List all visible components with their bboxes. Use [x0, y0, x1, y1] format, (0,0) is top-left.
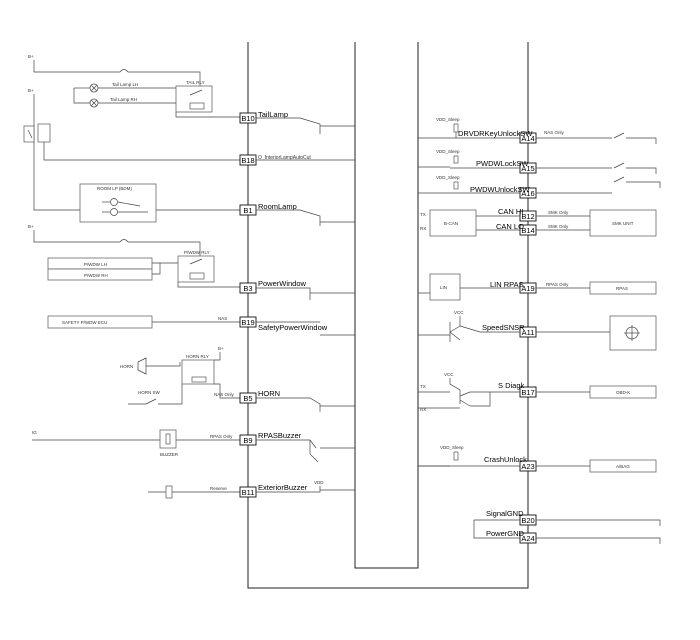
vcc-label-2: VCC: [444, 372, 454, 377]
tx-label-2: TX: [420, 384, 426, 389]
left-pins: B10 TailLamp B18 O_InteriorLampAutoCut B…: [239, 110, 328, 498]
horn-sw-label: HORN SW: [138, 390, 161, 395]
pin-b18: B18: [241, 156, 254, 165]
nas-label: NAS: [218, 316, 227, 321]
pin-a14: A14: [521, 134, 534, 143]
nas-only-right-label: NAS Only: [544, 130, 565, 135]
signal-powergnd: PowerGND: [486, 529, 525, 538]
pin-b20: B20: [521, 516, 534, 525]
pwdw-lh-label: P/WDW LH: [84, 262, 107, 267]
airbag-label: A/BAG: [616, 464, 630, 469]
smk-only-label-1: SMK Only: [548, 210, 569, 215]
tail-relay-label: TAIL RLY: [186, 80, 205, 85]
pin-b12: B12: [521, 212, 534, 221]
pin-a11: A11: [522, 328, 535, 337]
signal-roomlamp: RoomLamp: [258, 202, 297, 211]
room-lamp-box: [79, 183, 157, 223]
signal-powerwindow: PowerWindow: [258, 279, 307, 288]
reserve-label: Reserve: [210, 486, 227, 491]
rpas-label: RPAS: [616, 286, 628, 291]
right-external: NAS Only SMK UNIT SMK Only SMK Only RPAS…: [536, 130, 661, 544]
pin-a15: A15: [521, 164, 534, 173]
bplus-label-2: B+: [28, 88, 34, 93]
bcan-transceiver-box: [429, 209, 477, 237]
pin-b5: B5: [243, 394, 252, 403]
bplus-label-3: B+: [28, 224, 34, 229]
signal-pwdwunlock: PWDWUnlockSW: [470, 185, 531, 194]
signal-linrpas: LIN RPAS: [490, 280, 524, 289]
vcc-label-1: VCC: [454, 310, 464, 315]
inner-left-connections: VDD: [256, 117, 324, 493]
smk-unit-label: SMK UNIT: [612, 221, 634, 226]
signal-rpasbuzzer: RPASBuzzer: [258, 431, 302, 440]
signal-sdiag: S Diagk: [498, 381, 525, 390]
signal-taillamp: TailLamp: [258, 110, 288, 119]
vdd-sleep-label-3: VDD_Sleep: [436, 175, 460, 180]
horn-relay-label: HORN RLY: [186, 354, 209, 359]
vdd-sleep-label-1: VDD_Sleep: [436, 117, 460, 122]
signal-safetypowerwindow: SafetyPowerWindow: [258, 323, 328, 332]
bplus-label-1: B+: [28, 54, 34, 59]
pwdw-relay-label: P/WDW RLY: [184, 250, 210, 255]
pin-b9: B9: [243, 436, 252, 445]
room-lamp-label: ROOM LP (BDM): [97, 186, 132, 191]
rpas-only-label: RPAS Only: [210, 434, 233, 439]
vdd-label: VDD: [314, 480, 324, 485]
smk-only-label-2: SMK Only: [548, 224, 569, 229]
signal-drvkey: DRVDRKeyUnlockSW: [458, 129, 533, 138]
signal-canhi: CAN HI: [498, 207, 523, 216]
ig-label: IG: [32, 430, 37, 435]
exterior-buzzer-box: [165, 485, 173, 499]
pin-a16: A16: [521, 189, 534, 198]
tail-lamp-rh-label: Tail Lamp RH: [110, 97, 137, 102]
pin-b11: B11: [242, 488, 255, 497]
pin-b10: B10: [241, 114, 254, 123]
safety-pwdw-ecu-label: SAFETY P/WDW ECU: [62, 320, 107, 325]
tx-label-1: TX: [420, 212, 426, 217]
bcm-module-frame: [247, 42, 529, 589]
rpas-only-right-label: RPAS Only: [546, 282, 569, 287]
signal-signalgnd: SignalGND: [486, 509, 524, 518]
pin-a24: A24: [521, 534, 534, 543]
pwdw-rh-box: [47, 268, 153, 281]
lin-transceiver-box: [429, 273, 461, 301]
bplus-label-4: B+: [218, 346, 224, 351]
right-pins: A14 DRVDRKeyUnlockSW A15 PWDWLockSW A16 …: [458, 129, 537, 544]
lin-label: LIN: [440, 285, 447, 290]
pin-a23: A23: [521, 462, 534, 471]
signal-crashunlock: CrashUnlock: [484, 455, 527, 464]
signal-canlo: CAN LO: [496, 222, 524, 231]
vdd-sleep-label-2: VDD_Sleep: [436, 149, 460, 154]
buzzer-label: BUZZER: [160, 452, 179, 457]
obd-k-label: OBD-K: [616, 390, 630, 395]
rx-label-1: RX: [420, 226, 426, 231]
rx-label-2: RX: [420, 407, 426, 412]
signal-pwdwlock: PWDWLockSW: [476, 159, 529, 168]
right-inner-circuits: VDD_Sleep VDD_Sleep VDD_Sleep B-CAN TX R…: [418, 117, 520, 539]
pin-a19: A19: [521, 284, 534, 293]
vdd-sleep-label-4: VDD_Sleep: [440, 445, 464, 450]
smk-unit-box: [589, 209, 657, 237]
pwdw-rh-label: P/WDW RH: [84, 273, 108, 278]
bcan-label: B-CAN: [444, 221, 458, 226]
signal-speedsnsr: SpeedSNSR: [482, 323, 525, 332]
nas-only-label: NAS Only: [214, 392, 235, 397]
signal-interior-lamp: O_InteriorLampAutoCut: [258, 155, 311, 161]
pin-b14: B14: [521, 226, 534, 235]
tail-lamp-lh-label: Tail Lamp LH: [112, 82, 138, 87]
pin-b3: B3: [243, 284, 252, 293]
signal-exteriorbuzzer: ExteriorBuzzer: [258, 483, 308, 492]
pin-b17: B17: [521, 388, 534, 397]
horn-label: HORN: [120, 364, 133, 369]
pin-b1: B1: [243, 206, 252, 215]
pin-b19: B19: [241, 318, 254, 327]
signal-horn: HORN: [258, 389, 280, 398]
left-wiring: B+ Tail Lamp LH Tail Lamp RH TAIL RLY B+…: [23, 54, 248, 499]
